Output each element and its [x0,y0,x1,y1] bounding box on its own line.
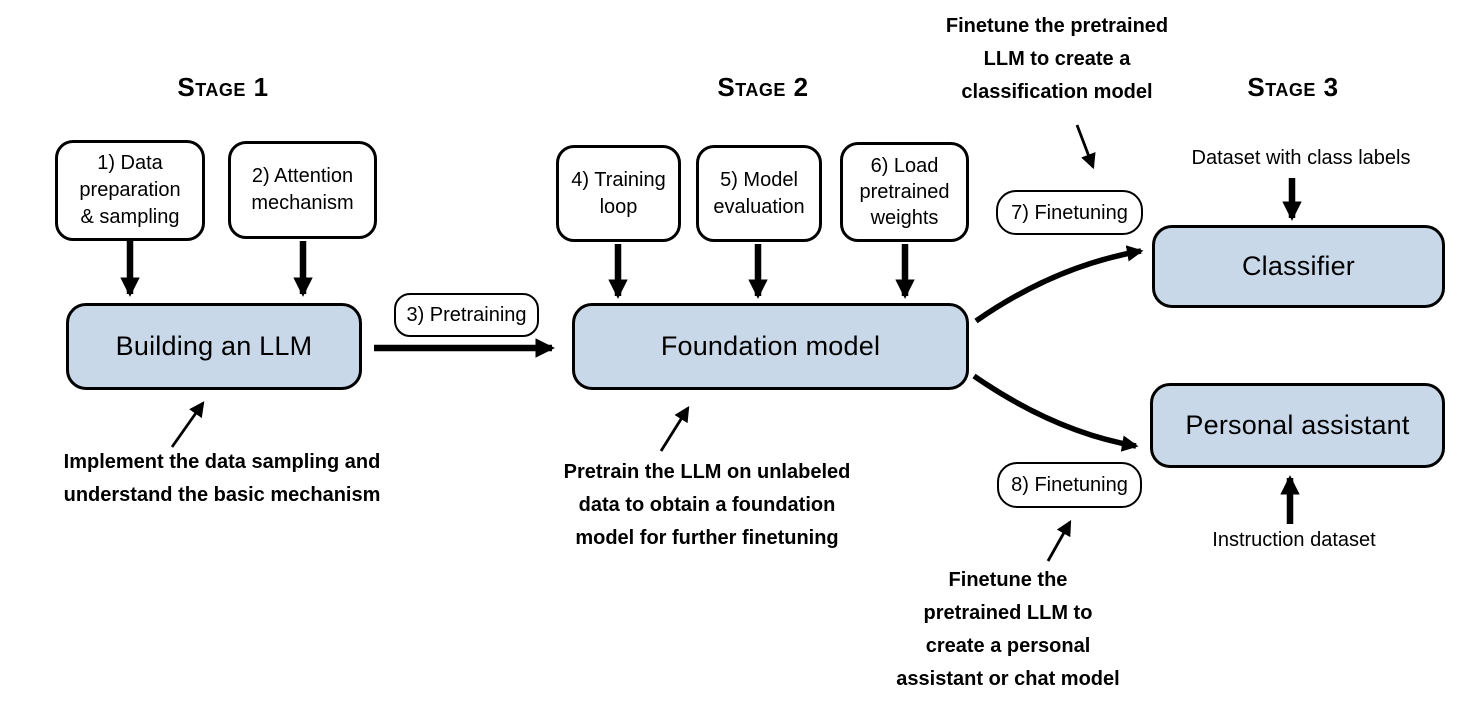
step-box-data-preparation: 1) Data preparation & sampling [55,140,205,241]
arrow-note2-pointer [659,406,690,452]
note-stage2: Pretrain the LLM on unlabeled data to ob… [563,461,851,549]
stage-1-header: Stage 1 [177,72,269,102]
model-box-building-llm: Building an LLM [66,303,362,390]
model-box-foundation-model: Foundation model [572,303,969,390]
label-dataset-with-class-labels: Dataset with class labels [1191,147,1411,169]
step-box-attention-mechanism: 2) Attention mechanism [228,141,377,239]
note-assistant-finetune: Finetune the pretrained LLM to create a … [896,569,1120,690]
stage-3-header: Stage 3 [1247,72,1339,102]
step-box-load-pretrained-weights: 6) Load pretrained weights [840,142,969,242]
stage-2-header: Stage 2 [717,72,809,102]
step-box-pretraining: 3) Pretraining [394,293,539,337]
arrow-note3-pointer [1075,124,1096,170]
step-box-model-evaluation: 5) Model evaluation [696,145,822,242]
label-instruction-dataset: Instruction dataset [1212,529,1376,551]
arrow-note4-pointer [1046,519,1072,562]
step-box-finetuning-assistant: 8) Finetuning [997,462,1142,508]
arrow-note1-pointer [170,401,205,448]
model-box-classifier: Classifier [1152,225,1445,308]
note-classifier-finetune: Finetune the pretrained LLM to create a … [945,15,1169,103]
note-stage1: Implement the data sampling and understa… [63,451,381,506]
model-box-personal-assistant: Personal assistant [1150,383,1445,468]
arrow-foundation-to-classifier [974,245,1144,324]
arrow-foundation-to-assistant [972,373,1139,452]
step-box-training-loop: 4) Training loop [556,145,681,242]
step-box-finetuning-classifier: 7) Finetuning [996,190,1143,235]
